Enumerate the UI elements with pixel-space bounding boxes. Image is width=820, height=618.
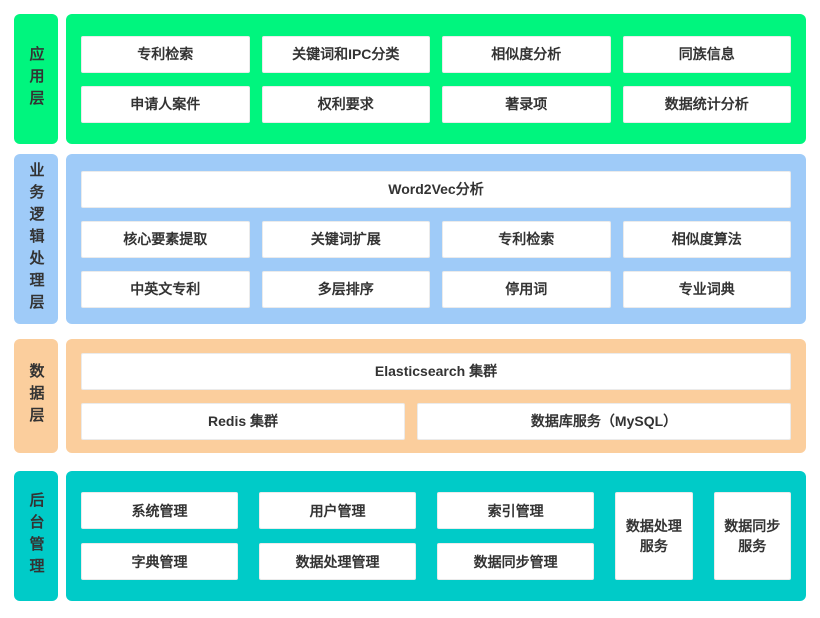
layer-application-panel: 专利检索 关键词和IPC分类 相似度分析 同族信息 申请人案件 权利要求 著录项… — [66, 14, 806, 144]
node-similarity-analysis: 相似度分析 — [442, 35, 611, 73]
layer-application: 应用层 专利检索 关键词和IPC分类 相似度分析 同族信息 申请人案件 权利要求… — [14, 14, 806, 144]
data-row-1: Elasticsearch 集群 — [81, 352, 791, 390]
admin-grid: 系统管理 字典管理 用户管理 数据处理管理 索引管理 数据同步管理 数据处理服务… — [81, 492, 792, 580]
node-claims: 权利要求 — [261, 85, 430, 123]
business-row-3: 中英文专利 多层排序 停用词 专业词典 — [81, 270, 791, 308]
admin-column-3: 索引管理 数据同步管理 — [437, 492, 595, 580]
node-elasticsearch-cluster: Elasticsearch 集群 — [81, 352, 791, 390]
node-family-information: 同族信息 — [622, 35, 791, 73]
layer-data-panel: Elasticsearch 集群 Redis 集群 数据库服务（MySQL） — [66, 339, 806, 453]
node-redis-cluster: Redis 集群 — [81, 402, 406, 440]
node-data-sync-management: 数据同步管理 — [437, 543, 595, 580]
layer-business-logic-label: 业务逻辑处理层 — [14, 154, 58, 324]
node-multi-level-sorting: 多层排序 — [261, 270, 430, 308]
node-applicant-cases: 申请人案件 — [81, 85, 250, 123]
node-cn-en-patents: 中英文专利 — [81, 270, 250, 308]
node-data-processing-management: 数据处理管理 — [259, 543, 417, 580]
layer-application-label-text: 应用层 — [27, 46, 45, 112]
node-keyword-ipc-classification: 关键词和IPC分类 — [261, 35, 430, 73]
node-word2vec-analysis: Word2Vec分析 — [81, 170, 791, 208]
node-patent-search-logic: 专利检索 — [442, 220, 611, 258]
admin-column-2: 用户管理 数据处理管理 — [259, 492, 417, 580]
node-core-element-extraction: 核心要素提取 — [81, 220, 250, 258]
layer-application-label: 应用层 — [14, 14, 58, 144]
application-row-1: 专利检索 关键词和IPC分类 相似度分析 同族信息 — [81, 35, 791, 73]
layer-business-logic: 业务逻辑处理层 Word2Vec分析 核心要素提取 关键词扩展 专利检索 相似度… — [14, 154, 806, 324]
layer-admin: 后台管理 系统管理 字典管理 用户管理 数据处理管理 索引管理 数据同步管理 数… — [14, 471, 806, 601]
node-keyword-expansion: 关键词扩展 — [261, 220, 430, 258]
layer-admin-panel: 系统管理 字典管理 用户管理 数据处理管理 索引管理 数据同步管理 数据处理服务… — [66, 471, 806, 601]
node-professional-dictionary: 专业词典 — [622, 270, 791, 308]
layer-admin-label: 后台管理 — [14, 471, 58, 601]
data-row-2: Redis 集群 数据库服务（MySQL） — [81, 402, 791, 440]
layer-business-logic-label-text: 业务逻辑处理层 — [27, 162, 45, 316]
node-similarity-algorithm: 相似度算法 — [622, 220, 791, 258]
node-data-statistics-analysis: 数据统计分析 — [622, 85, 791, 123]
node-index-management: 索引管理 — [437, 492, 595, 529]
node-data-sync-service: 数据同步服务 — [713, 492, 792, 580]
node-mysql-database-service: 数据库服务（MySQL） — [417, 402, 791, 440]
business-row-1: Word2Vec分析 — [81, 170, 791, 208]
layer-data-label-text: 数据层 — [27, 363, 45, 429]
node-patent-search: 专利检索 — [81, 35, 250, 73]
layer-data-label: 数据层 — [14, 339, 58, 453]
node-data-processing-service: 数据处理服务 — [615, 492, 693, 580]
node-stop-words: 停用词 — [442, 270, 611, 308]
admin-column-1: 系统管理 字典管理 — [81, 492, 239, 580]
layer-data: 数据层 Elasticsearch 集群 Redis 集群 数据库服务（MySQ… — [14, 339, 806, 453]
business-row-2: 核心要素提取 关键词扩展 专利检索 相似度算法 — [81, 220, 791, 258]
application-row-2: 申请人案件 权利要求 著录项 数据统计分析 — [81, 85, 791, 123]
node-dictionary-management: 字典管理 — [81, 543, 239, 580]
node-system-management: 系统管理 — [81, 492, 239, 529]
node-user-management: 用户管理 — [259, 492, 417, 529]
layer-business-logic-panel: Word2Vec分析 核心要素提取 关键词扩展 专利检索 相似度算法 中英文专利… — [66, 154, 806, 324]
layer-admin-label-text: 后台管理 — [27, 492, 45, 580]
node-bibliographic-items: 著录项 — [442, 85, 611, 123]
